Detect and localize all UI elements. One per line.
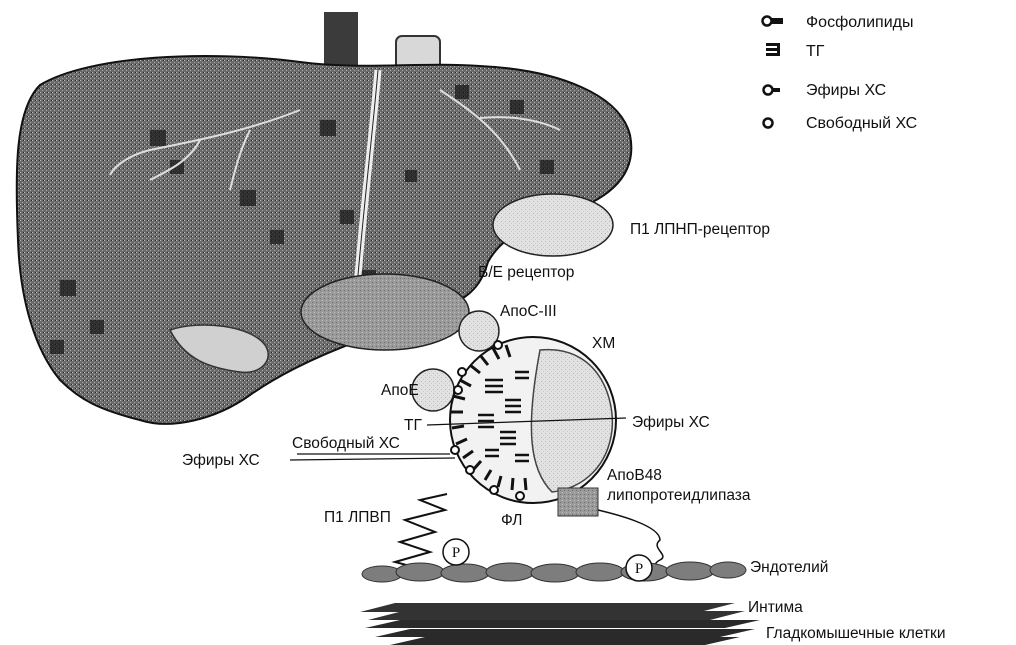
label-hdl: П1 ЛПВП [324,509,391,526]
label-phospholipids-abbr: ФЛ [501,512,522,529]
label-free-cholesterol: Свободный ХС [292,435,400,452]
label-cholesterol-esters-right: Эфиры ХС [632,414,710,431]
cholesterol-ester-icon [764,86,781,95]
chylomicron-particle [450,337,616,503]
label-chylomicron: ХМ [592,335,615,352]
label-intima: Интима [748,599,803,616]
label-apob48: АпоВ48 [607,467,662,484]
phospholipid-icon [763,17,784,26]
label-ldl-receptor: П1 ЛПНП-рецептор [630,221,770,238]
legend-label-free-cholesterol: Свободный ХС [806,115,917,132]
be-receptor-shape [301,274,469,350]
label-cholesterol-esters-left: Эфиры ХС [182,452,260,469]
label-apoe: АпоЕ [381,382,419,399]
label-apoc3: АпоС-III [500,303,557,320]
label-tg: ТГ [404,417,422,434]
legend-label-cholesterol-esters: Эфиры ХС [806,82,886,99]
lipoprotein-lipase-shape [558,488,598,516]
legend: Фосфолипиды ТГ Эфиры ХС Свободный ХС [763,14,918,132]
smooth-muscle-layer [365,620,760,645]
label-endothelium: Эндотелий [750,559,828,576]
intima-layer [360,603,745,620]
label-be-receptor: B/E рецептор [478,264,574,281]
legend-label-phospholipids: Фосфолипиды [806,14,913,31]
free-cholesterol-icon [764,119,773,128]
label-lipoprotein-lipase: липопротеидлипаза [607,487,751,504]
triglyceride-icon [766,43,780,56]
legend-label-tg: ТГ [806,43,825,60]
label-smooth-muscle: Гладкомышечные клетки [766,625,946,642]
ldl-receptor-shape [493,194,613,256]
proteoglycan-label-1: P [452,545,460,561]
proteoglycan-label-2: P [635,561,643,577]
endothelium-layer [362,562,746,582]
